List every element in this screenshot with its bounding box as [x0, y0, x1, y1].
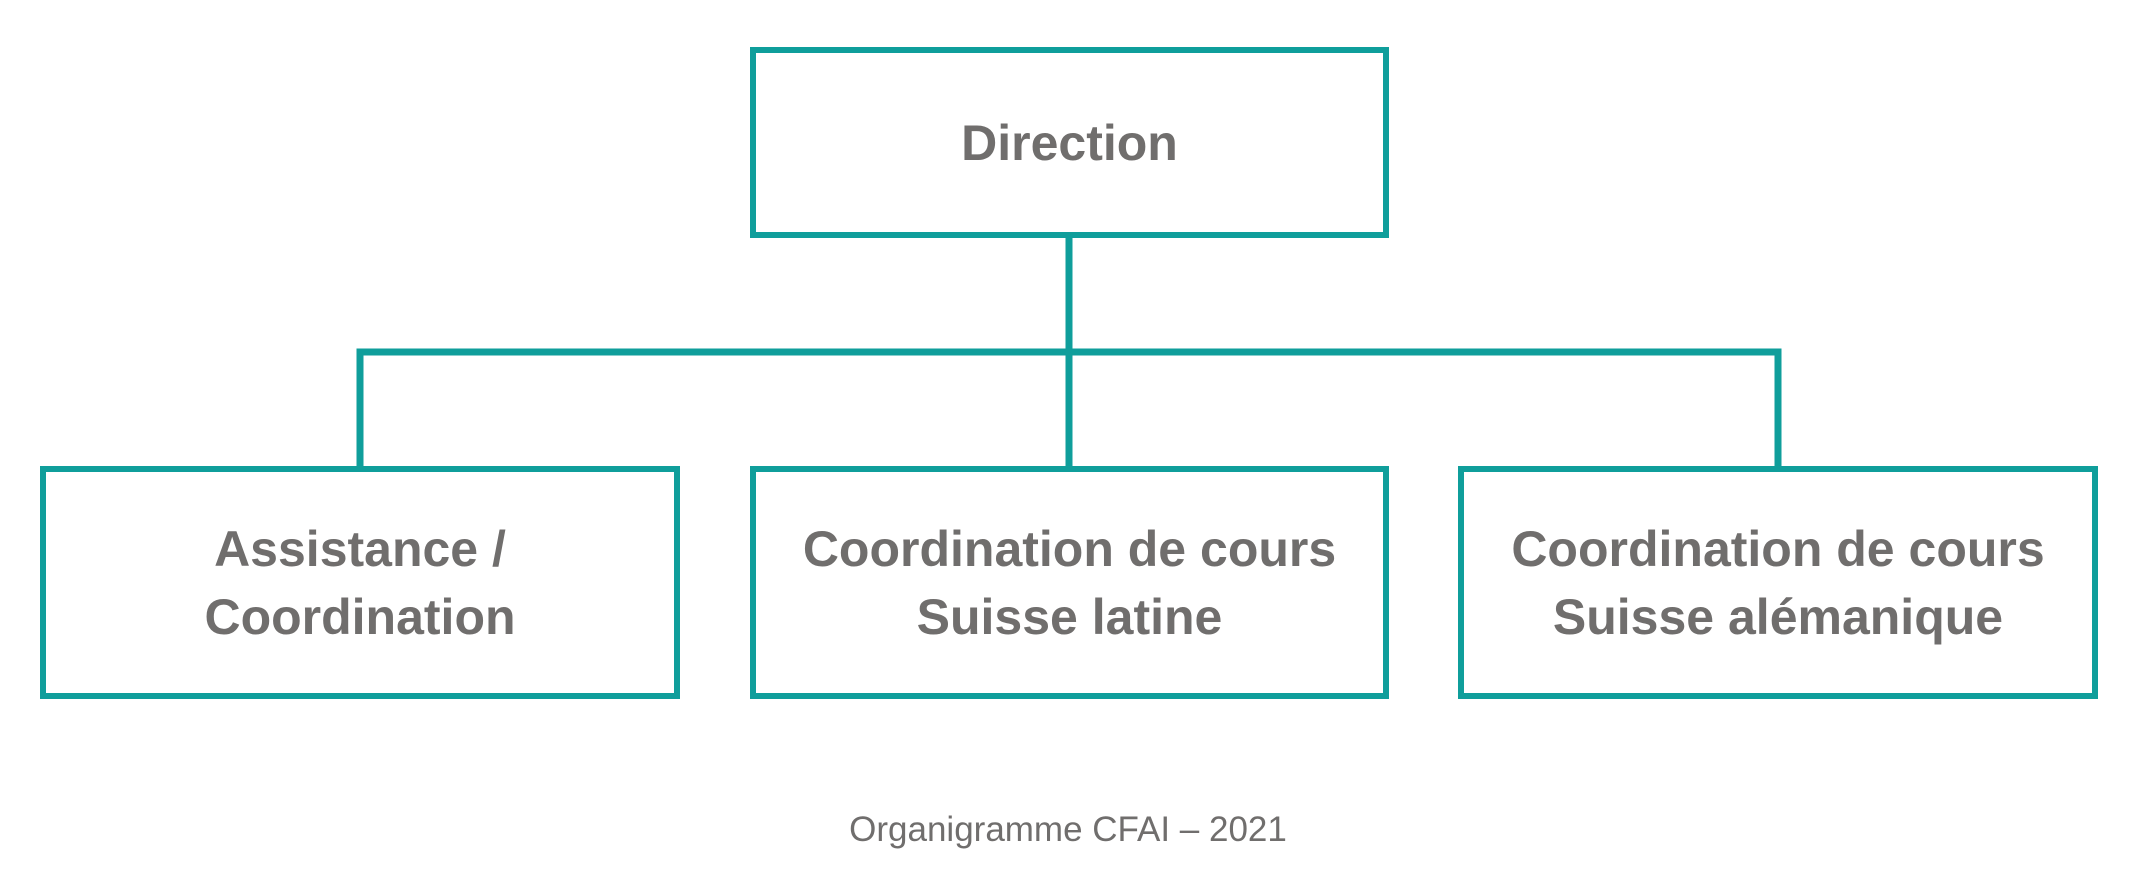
org-box-label-line-1: Coordination de cours: [1511, 520, 2045, 577]
org-box-label: Direction: [961, 114, 1178, 171]
org-box-coordination-suisse-latine: Coordination de cours Suisse latine: [750, 466, 1389, 699]
org-box-label-line-1: Coordination de cours: [802, 520, 1337, 577]
org-box-direction: Direction: [750, 47, 1389, 238]
org-box-label-line-2: Suisse latine: [916, 588, 1223, 645]
org-box-label-line-2: Suisse alémanique: [1552, 588, 2004, 645]
org-box-label-line-2: Coordination: [204, 588, 516, 645]
org-box-assistance-coordination: Assistance / Coordination: [40, 466, 680, 699]
org-box-coordination-suisse-alemanique: Coordination de cours Suisse alémanique: [1458, 466, 2098, 699]
org-box-label-line-1: Assistance /: [214, 520, 506, 577]
chart-caption: Organigramme CFAI – 2021: [849, 810, 1287, 849]
